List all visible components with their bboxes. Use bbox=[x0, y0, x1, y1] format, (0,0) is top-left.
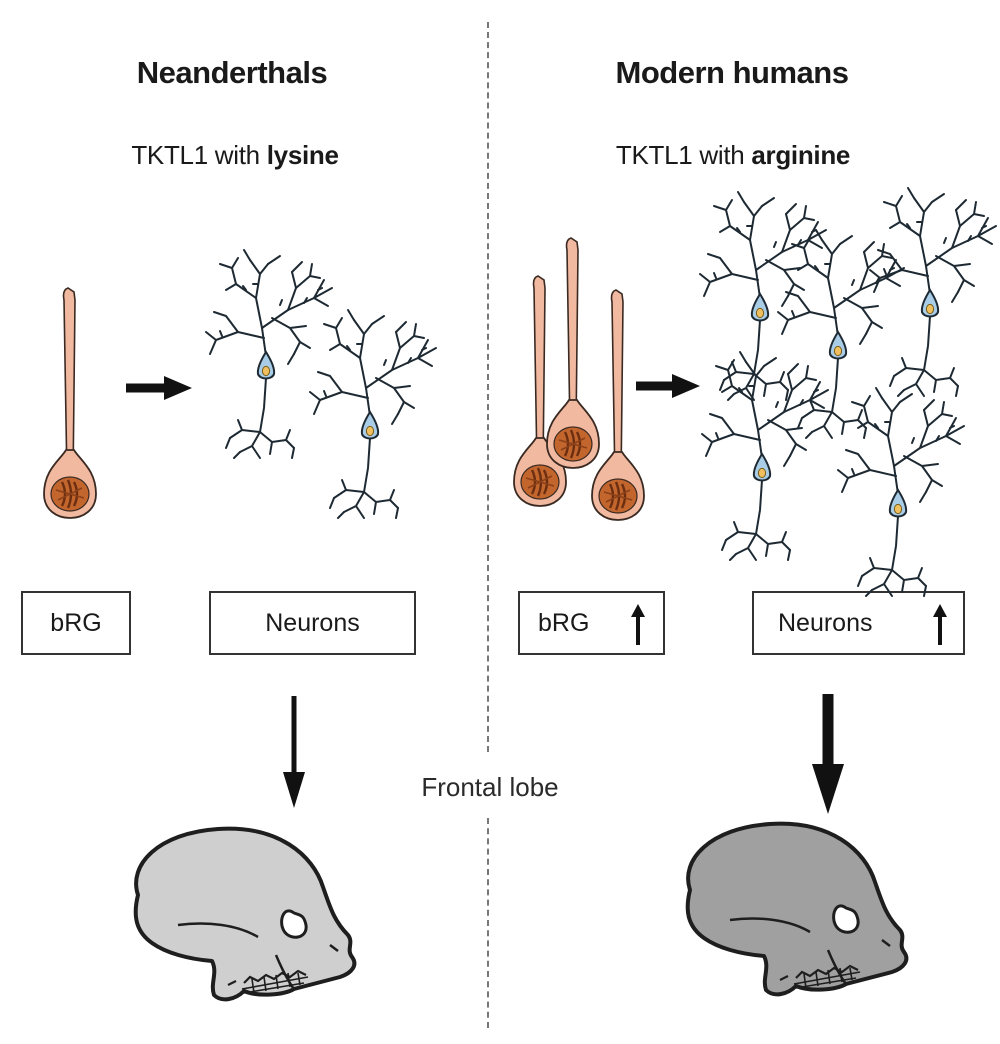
right-brg-box: bRG bbox=[518, 591, 665, 655]
skull-icon bbox=[685, 821, 909, 997]
divider-top bbox=[487, 22, 489, 752]
left-brg-box: bRG bbox=[21, 591, 131, 655]
left-neurons-label: Neurons bbox=[265, 608, 360, 637]
right-subtitle: TKTL1 with arginine bbox=[513, 140, 953, 171]
right-title: Modern humans bbox=[615, 55, 849, 90]
radial-glia-cell-icon bbox=[42, 286, 98, 520]
left-title: Neanderthals bbox=[136, 55, 328, 90]
down-arrow-icon bbox=[812, 694, 844, 814]
left-subtitle-prefix: TKTL1 with bbox=[131, 140, 267, 170]
radial-glia-cell-icon bbox=[590, 288, 646, 522]
radial-glia-cell-icon bbox=[545, 236, 601, 470]
right-subtitle-prefix: TKTL1 with bbox=[615, 140, 752, 170]
left-subtitle-emphasis: lysine bbox=[266, 140, 339, 170]
skull-icon bbox=[133, 826, 357, 1002]
right-arrow-icon bbox=[636, 374, 700, 398]
right-arrow-icon bbox=[126, 376, 192, 400]
frontal-lobe-label: Frontal lobe bbox=[421, 772, 559, 802]
neuron-icon bbox=[869, 187, 997, 397]
left-neurons-box: Neurons bbox=[209, 591, 416, 655]
up-arrow-icon bbox=[933, 604, 947, 645]
divider-bottom bbox=[487, 818, 489, 1028]
right-subtitle-emphasis: arginine bbox=[751, 140, 851, 170]
radial-glia-cell-icon bbox=[512, 274, 568, 508]
right-brg-label: bRG bbox=[538, 608, 590, 637]
left-subtitle: TKTL1 with lysine bbox=[15, 140, 455, 171]
right-neurons-box: Neurons bbox=[752, 591, 965, 655]
left-brg-label: bRG bbox=[50, 608, 102, 637]
up-arrow-icon bbox=[631, 604, 645, 645]
neuron-icon bbox=[309, 309, 437, 519]
neuron-icon bbox=[205, 249, 333, 459]
down-arrow-icon bbox=[283, 696, 305, 808]
right-neurons-label: Neurons bbox=[778, 608, 873, 637]
